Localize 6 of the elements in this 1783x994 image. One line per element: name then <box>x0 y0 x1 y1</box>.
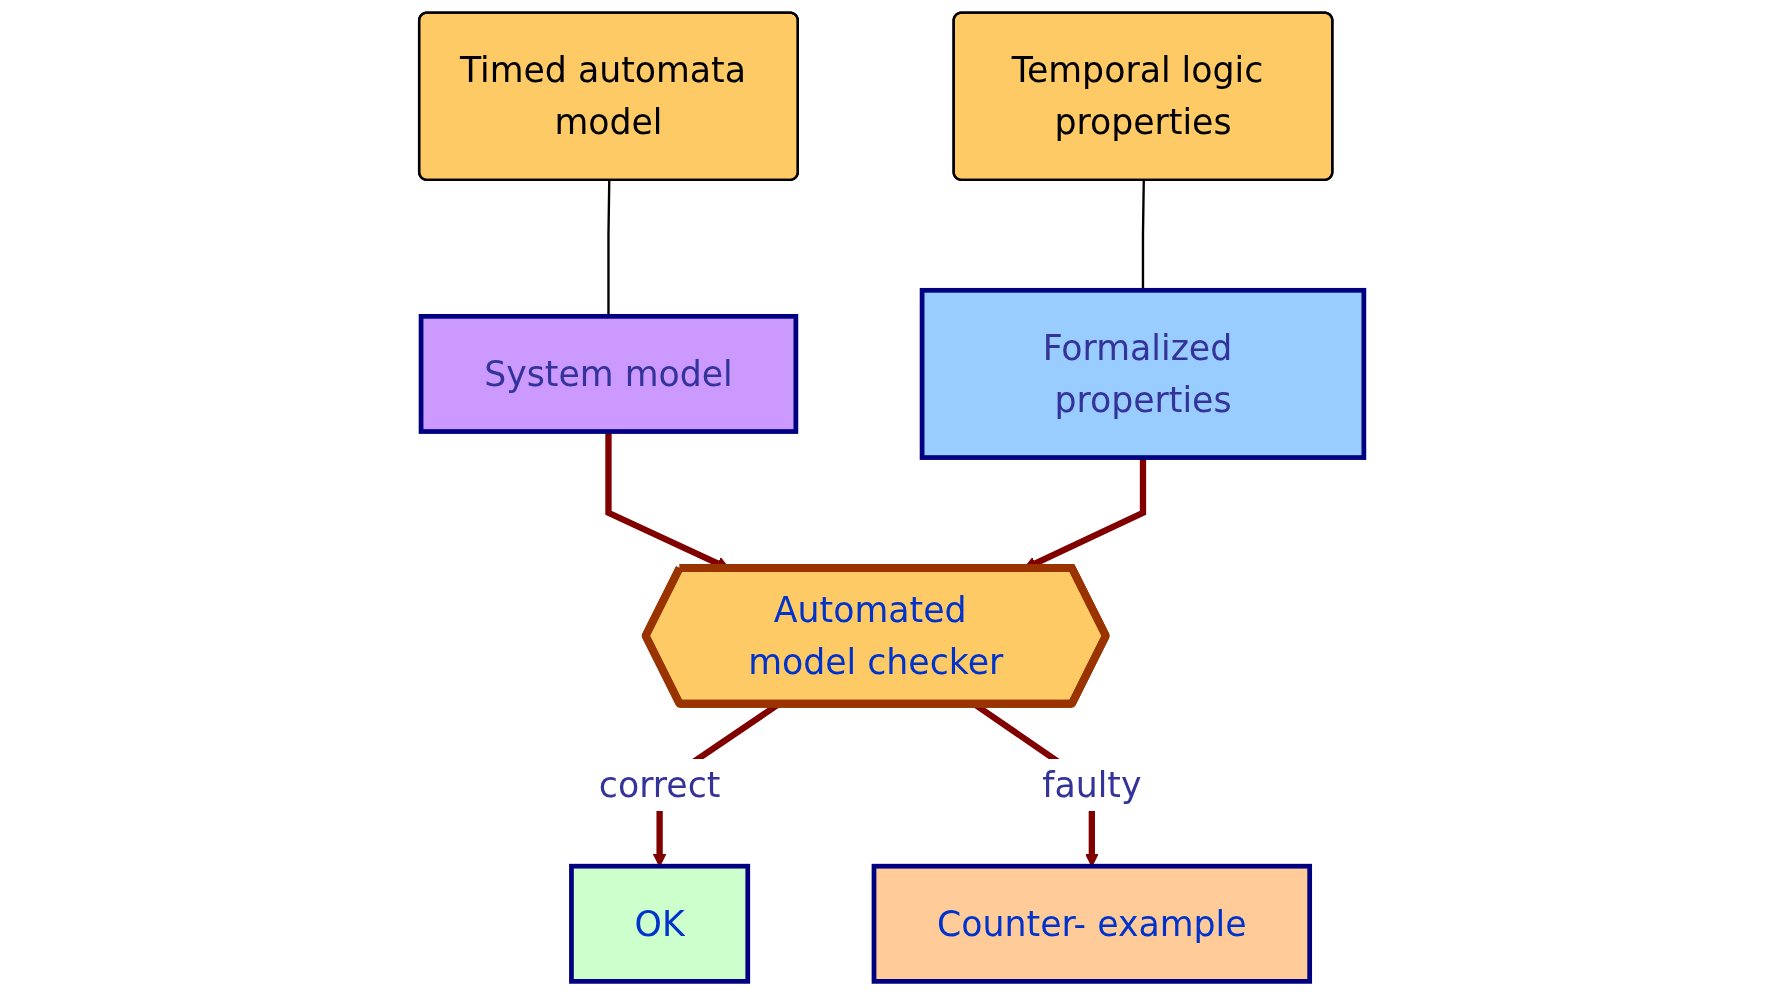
node-box: Counter- example <box>871 863 1313 984</box>
edge-label: faulty <box>1042 765 1142 805</box>
edge-label: correct <box>598 765 721 805</box>
node-box: System model <box>418 313 799 434</box>
node-box: Formalized properties <box>919 287 1367 460</box>
node-box: OK <box>569 863 751 984</box>
